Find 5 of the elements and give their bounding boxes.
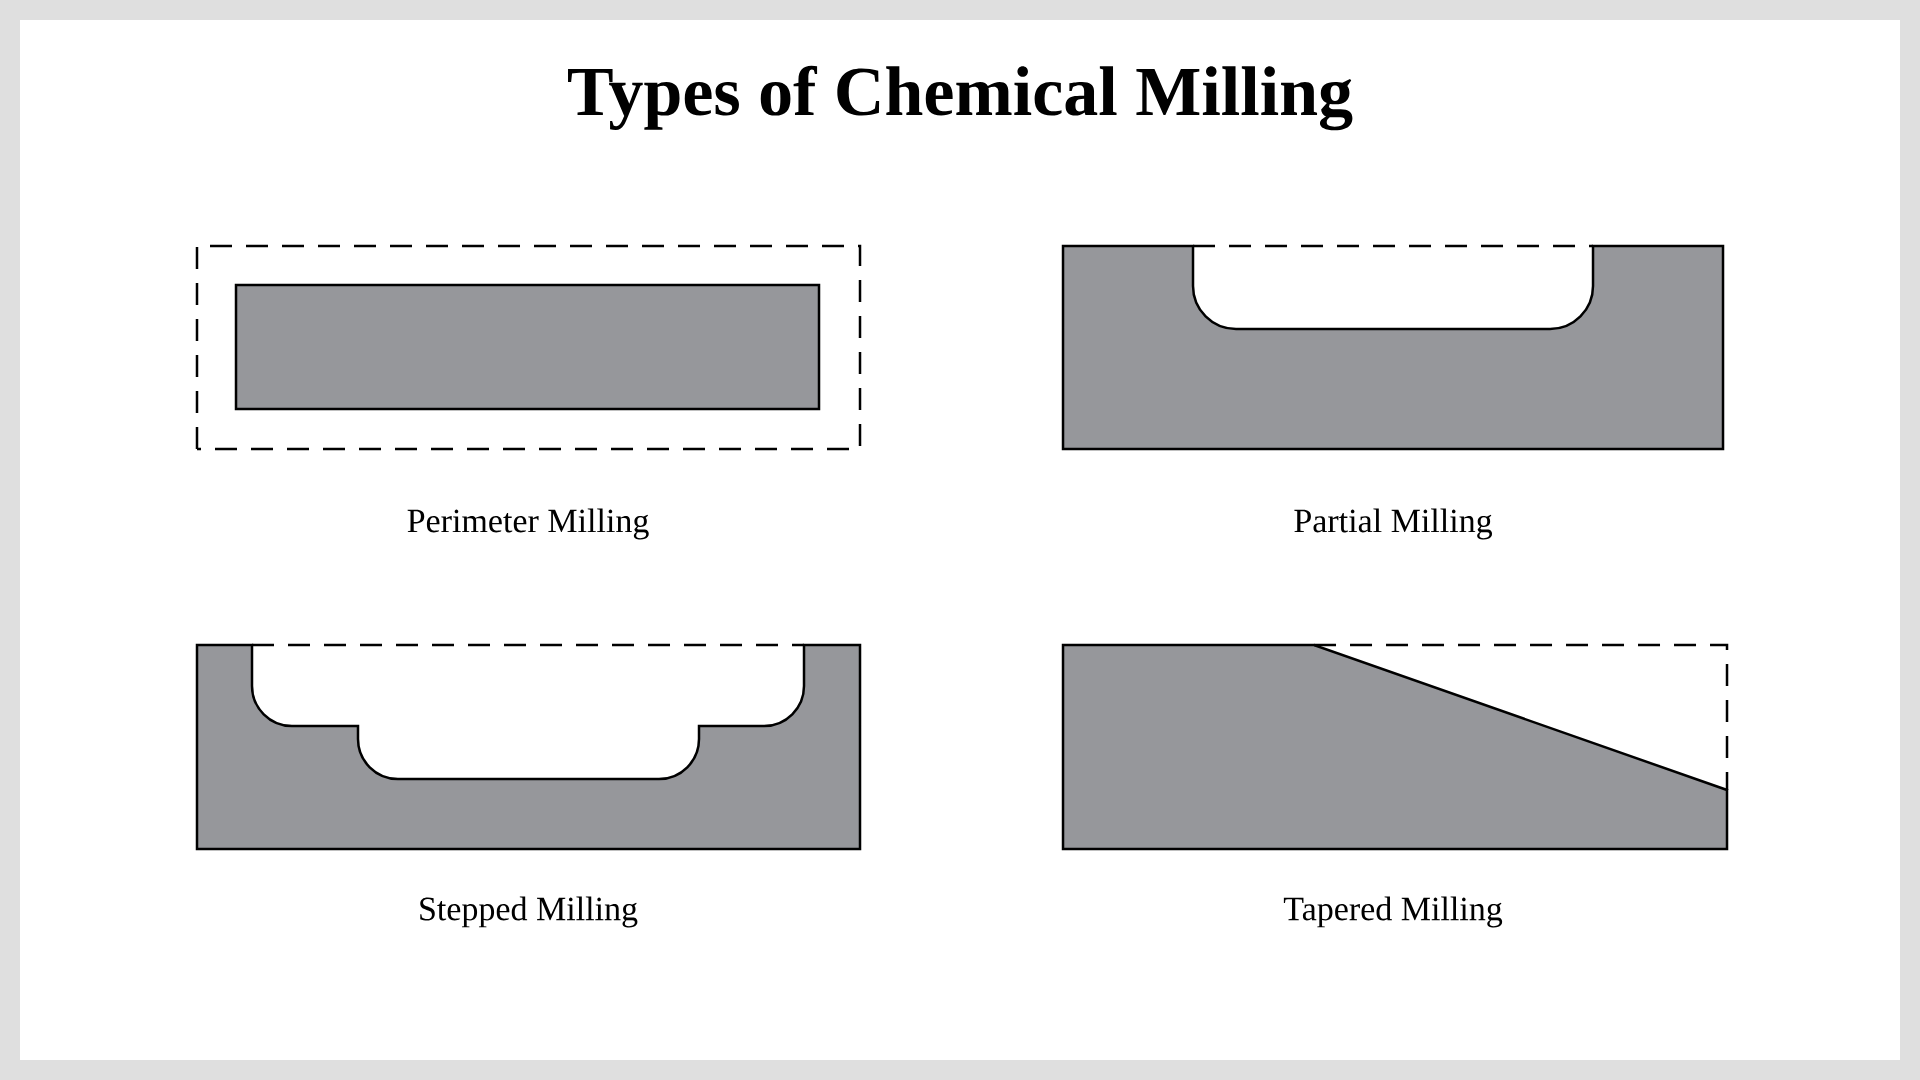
caption: Perimeter Milling	[407, 508, 649, 540]
caption: Tapered Milling	[1283, 896, 1503, 928]
title: Types of Chemical Milling	[568, 65, 1353, 131]
caption: Partial Milling	[1294, 508, 1493, 540]
caption: Stepped Milling	[420, 896, 638, 928]
